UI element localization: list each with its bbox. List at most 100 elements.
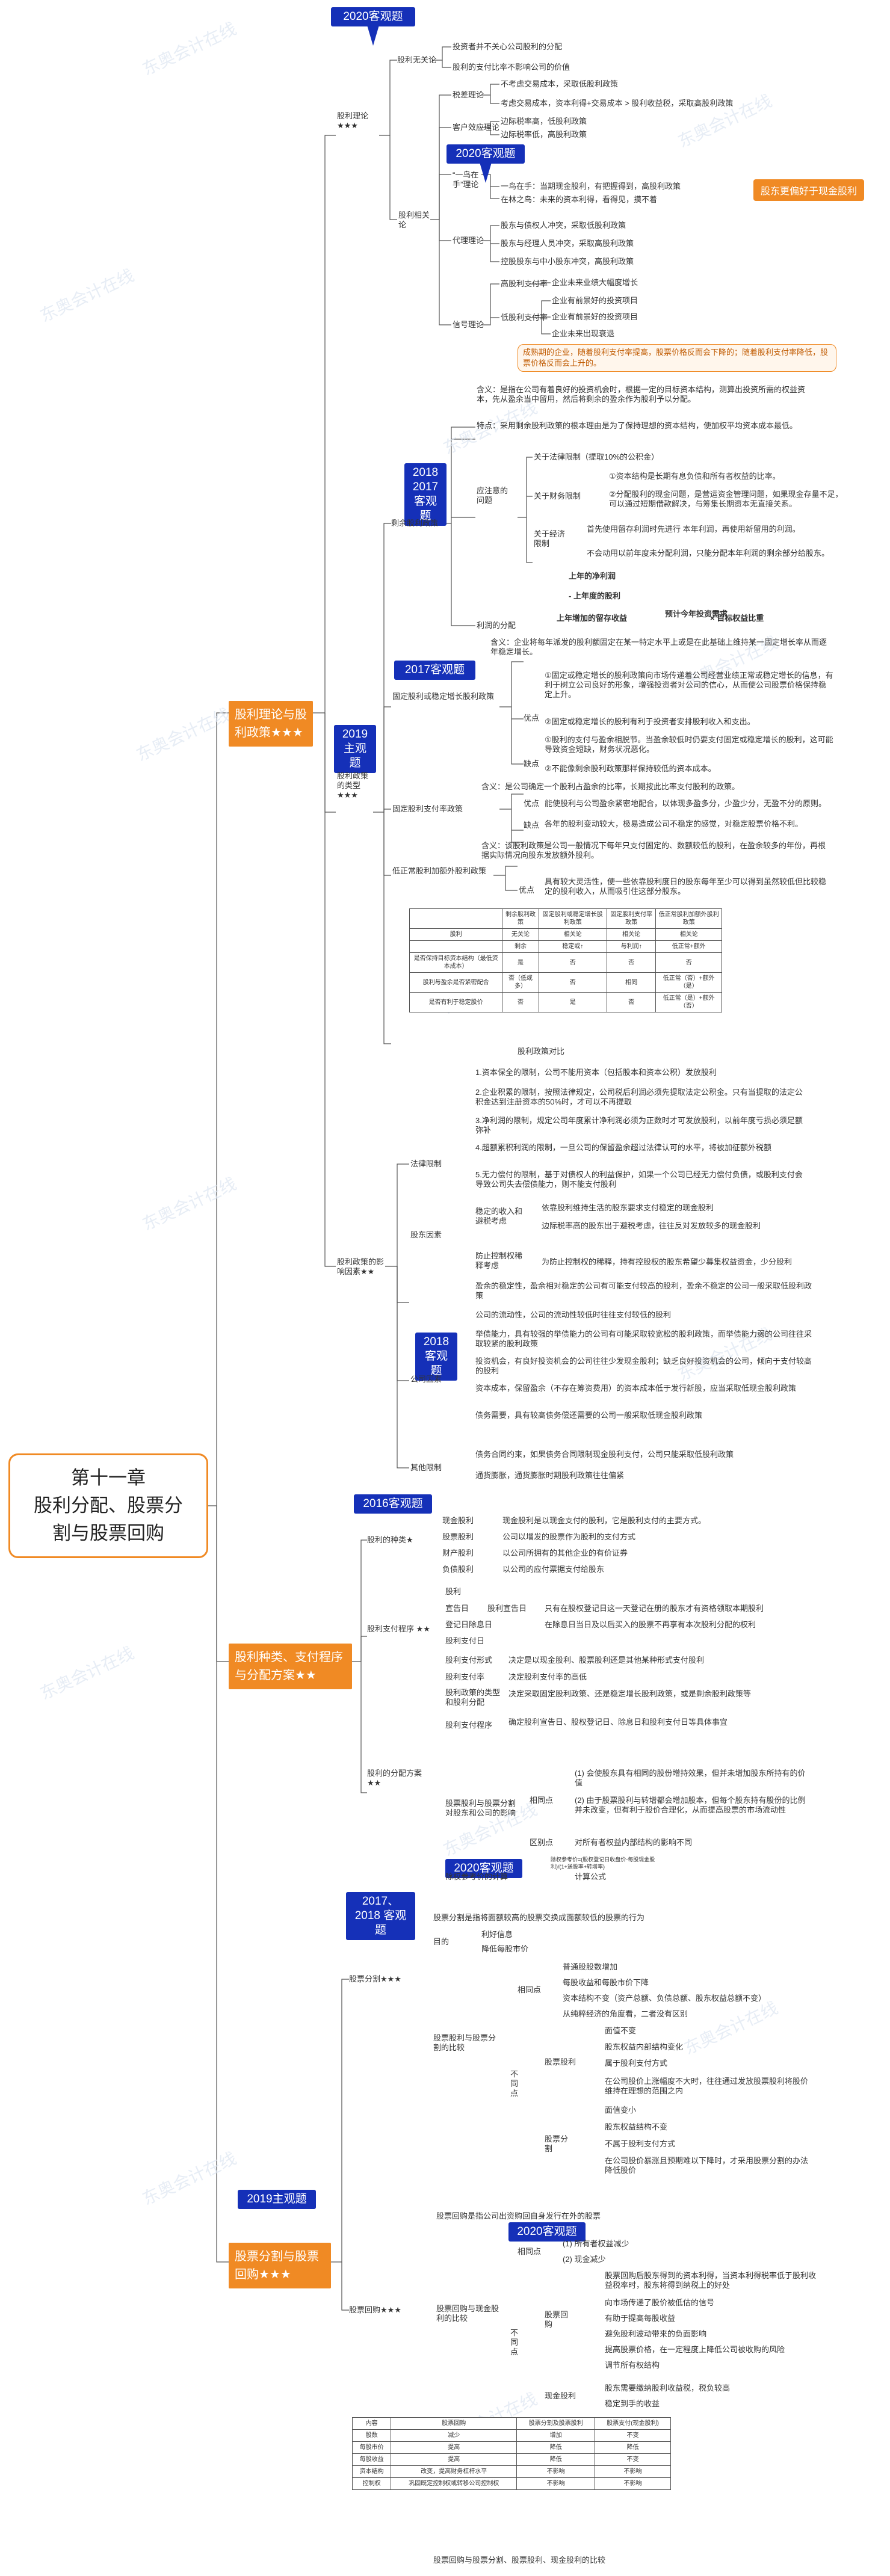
policy-comparison-table: 剩余股利政策固定股利或稳定增长股利政策固定股利支付率政策低正常股利加额外股利政策… [409,908,722,1012]
node-text: 向市场传递了股价被低估的信号 [605,2298,715,2307]
table-cell: 否 [538,972,607,993]
table-row: 每股市价提高降低降低 [351,2441,671,2454]
table-row: 内容股票回购股票分割及股票股利股票支付(现金股利) [351,2417,671,2430]
table-cell: 是否有利于稳定股价 [409,992,503,1012]
table-cell: 是 [502,952,539,973]
table-row: 剩余股利政策固定股利或稳定增长股利政策固定股利支付率政策低正常股利加额外股利政策 [409,908,722,929]
node-distribution-plan: 股利的分配方案 ★★ [367,1769,422,1787]
node-text: (1) 所有者权益减少 [563,2239,629,2248]
table-cell: 股利与盈余是否紧密配合 [409,972,503,993]
table-row: 股数减少增加不变 [351,2429,671,2442]
node-text: 股利政策的类型和股利分配 [445,1688,501,1707]
exam-tag: 2019 主观题 [334,725,376,773]
node-text: 股票回购 [545,2310,569,2329]
node-text: 应注意的问题 [477,486,508,505]
node-text: 降低每股市价 [481,1944,529,1953]
node-text: 普通股股数增加 [563,1962,618,1971]
node-text: 股东权益结构不变 [605,2122,668,2131]
node-text: 每股收益和每股市价下降 [563,1978,649,1987]
section-stock-split-repurchase: 股票分割与股票回购★★★ [229,2243,331,2288]
node-text: 盈余的稳定性，盈余相对稳定的公司有可能支付较高的股利，盈余不稳定的公司一般采取低… [475,1281,812,1300]
node-text: 股东与经理人员冲突，采取高股利政策 [501,239,634,248]
node-text: 举债能力，具有较强的举债能力的公司有可能采取较宽松的股利政策，而举债能力弱的公司… [475,1330,812,1348]
exam-tag-label: 2020客观题 [454,1862,514,1875]
node-legal-limits: 法律限制 [410,1159,442,1168]
node-company-factors: 公司因素 [410,1375,442,1384]
table-cell: 改变，提高财务杠杆水平 [391,2465,518,2478]
node-text: 投资机会，有良好投资机会的公司往往少发现金股利；缺乏良好投资机会的公司，倾向于支… [475,1357,812,1375]
node-signal: 信号理论 [453,320,484,329]
table-cell: 否 [606,992,657,1012]
table-cell: 股票分割及股票股利 [516,2417,596,2430]
node-stock-repurchase: 股票回购★★★ [349,2305,401,2314]
node-ex-rights-price: 除权参考价的计算 [445,1872,508,1881]
table-cell: 降低 [595,2441,671,2454]
table-cell: 巩固既定控制权或转移公司控制权 [391,2477,518,2490]
node-text: 股利的支付比率不影响公司的价值 [453,63,570,72]
node-text: 面值变小 [605,2106,637,2115]
table-cell: 低正常（是）+额外（否） [655,992,722,1012]
node-text: 宣告日 [445,1604,469,1613]
node-text: ②分配股利的现金问题，是营运资金管理问题，如果现金存量不足，可以通过短期借款解决… [609,490,843,508]
node-text: 面值不变 [605,2026,637,2035]
node-text: (2) 现金减少 [563,2255,606,2264]
node-text: 股票股利与股票分割的比较 [433,2033,496,2052]
table-cell: 相关论 [606,928,657,941]
node-fixed-policy: 固定股利或稳定增长股利政策 [392,692,495,701]
root-title-line: 第十一章 [71,1467,146,1488]
node-text: 含义：企业将每年派发的股利额固定在某一特定水平上或是在此基础上维持某一固定增长率… [490,638,827,656]
node-text: 股利宣告日 [487,1604,527,1613]
repurchase-comparison-table: 内容股票回购股票分割及股票股利股票支付(现金股利)股数减少增加不变每股市价提高降… [351,2417,671,2490]
node-stock-dividend: 股票股利 [442,1532,474,1541]
node-text: (2) 由于股票股利与转增都会增加股本，但每个股东持有股份的比例并未改变，但有利… [575,1796,806,1814]
table-row: 剩余稳定或↑与利润↑低正常+额外 [409,940,722,953]
node-text: 企业有前景好的投资项目 [552,312,638,321]
node-text: 投资者并不关心公司股利的分配 [453,42,563,51]
node-text: 高股利支付率 [501,279,548,288]
table-cell: 不影响 [595,2465,671,2478]
node-property-dividend: 财产股利 [442,1548,474,1558]
node-text: 在公司股价上涨幅度不大时，往往通过发放股票股利将股价维持在理想的范围之内 [605,2077,809,2095]
table-cell: 资本结构 [351,2465,392,2478]
exam-tag-label: 2020客观题 [517,2225,577,2238]
node-text: 调节所有权结构 [605,2361,660,2370]
exam-tag-label: 2020客观题 [456,147,516,160]
exam-tag-label: 2018 客观题 [423,1336,450,1377]
node-text: 不同点 [510,2328,519,2356]
table-cell: 不影响 [516,2477,596,2490]
table-cell: 相关论 [655,928,722,941]
table-cell: 不变 [595,2453,671,2466]
node-text: (1) 会使股东具有相同的股份增持效果，但并未增加股东所持有的价值 [575,1769,806,1787]
node-text: 以公司所拥有的其他企业的有价证券 [502,1548,628,1558]
node-text: 股东权益内部结构变化 [605,2042,684,2051]
node-text: 股利支付程序 [445,1721,493,1730]
node-text: 只有在股权登记日这一天登记在册的股东才有资格领取本期股利 [545,1604,764,1613]
node-text: 股利 [445,1587,462,1596]
node-text: 对所有者权益内部结构的影响不同 [575,1838,693,1847]
exam-tag: 2020客观题 [445,1859,522,1878]
exam-tag: 2020客观题 [508,2222,586,2242]
node-text: 现金股利 [545,2391,576,2400]
node-text: 股票回购与现金股利的比较 [436,2304,499,2323]
exam-tag-label: 2017客观题 [404,664,465,676]
callout-cash-preference: 股东更偏好于现金股利 [753,179,865,201]
table-cell: 股票支付(现金股利) [595,2417,671,2430]
table-cell: 是否保持目标资本结构（最低资本成本） [409,952,503,973]
table-cell: 每股市价 [351,2441,392,2454]
section-dividend-kinds-procedure: 股利种类、支付程序与分配方案★★ [229,1644,352,1689]
table-cell: 固定股利支付率政策 [606,908,657,929]
table-row: 每股收益提高降低不变 [351,2453,671,2466]
node-text: 相同点 [530,1796,554,1805]
exam-tag-label: 2020客观题 [343,10,403,23]
table-cell: 提高 [391,2453,518,2466]
node-text: 为防止控制权的稀释，持有控股权的股东希望少募集权益资金，少分股利 [542,1257,793,1266]
exam-tag-label: 2018 2017 客观题 [412,466,439,522]
node-text: 决定采取固定股利政策、还是稳定增长股利政策，或是剩余股利政策等 [508,1689,752,1698]
formula-line: 上年增加的留存收益 [557,614,628,623]
exam-tag: 2018 客观题 [415,1333,457,1381]
table-cell [409,940,503,953]
table-cell: 低正常（否）+额外（是） [655,972,722,993]
node-shareholder-factors: 股东因素 [410,1230,442,1239]
node-text: 1.资本保全的限制，公司不能用资本（包括股本和资本公积）发放股利 [475,1068,717,1077]
